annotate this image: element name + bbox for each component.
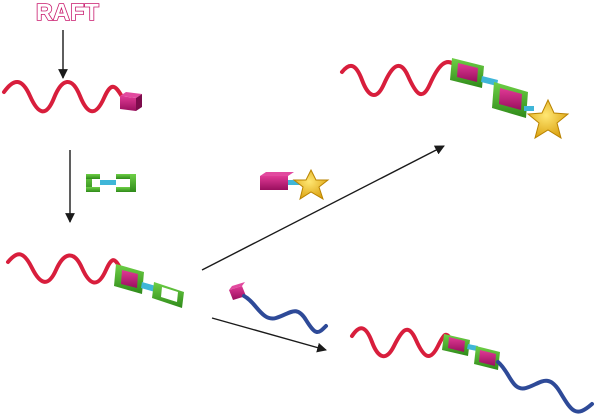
- polymer-linker-conjugate: [6, 252, 184, 308]
- green-linker-right: [492, 82, 528, 118]
- cyan-bridge: [524, 106, 534, 111]
- green-linker-bound: [114, 264, 144, 294]
- red-polymer-chain: [350, 326, 454, 358]
- cyan-bridge: [141, 282, 156, 292]
- cyan-bridge: [288, 180, 300, 185]
- red-polymer-chain: [2, 80, 126, 114]
- blue-polymer-chain: [242, 294, 328, 334]
- blue-polymer-chain: [496, 360, 594, 414]
- yellow-star: [292, 168, 330, 201]
- green-linker-left: [450, 58, 484, 88]
- block-copolymer-product: [350, 326, 594, 414]
- red-polymer-chain: [6, 252, 126, 285]
- polymer-with-raft-end-group: [2, 80, 142, 114]
- raft-end-group: [120, 92, 142, 111]
- green-linker-right: [474, 346, 500, 370]
- red-polymer-chain: [340, 60, 458, 97]
- cyan-bridge: [481, 76, 498, 86]
- green-linker-left: [442, 334, 470, 356]
- raft-label: RAFT: [36, 0, 99, 25]
- arrow-to-star-product: [201, 145, 445, 271]
- end-group-star-reagent: [260, 168, 330, 201]
- bifunctional-linker-reagent: [86, 174, 136, 192]
- cyan-bridge: [100, 180, 116, 185]
- green-linker-right: [116, 174, 136, 192]
- arrow-to-block-product: [211, 317, 327, 353]
- cyan-bridge: [467, 344, 478, 351]
- green-linker-open: [152, 282, 184, 308]
- green-linker-left: [86, 174, 100, 192]
- star-conjugate-product: [340, 58, 570, 140]
- blue-polymer-reagent: [229, 282, 328, 334]
- yellow-star: [526, 98, 570, 140]
